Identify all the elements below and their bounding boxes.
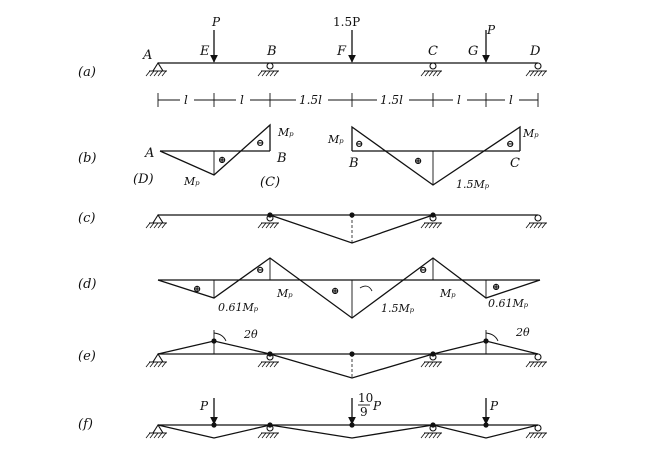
support-c-roller-d <box>525 214 548 229</box>
panel-a: (a) P 1.5P P A E B F C G D <box>78 15 548 107</box>
sign-minus-d1: ⊖ <box>256 265 264 276</box>
case-label-e: (e) <box>78 349 96 364</box>
arc-d-mid <box>359 285 373 292</box>
collapse-line-f <box>157 424 539 439</box>
arc-e-left <box>213 332 227 342</box>
arc-e-right <box>485 332 499 342</box>
case-label-b: (b) <box>78 151 96 166</box>
label-b-mp2: Mₚ <box>183 175 200 188</box>
panel-e: (e) 2θ 2θ <box>78 326 548 379</box>
label-d-left: 0.61Mₚ <box>218 301 259 314</box>
case-label-a: (a) <box>78 65 96 80</box>
label-e-left: 2θ <box>243 328 258 341</box>
support-c-pin <box>145 214 168 229</box>
sign-plus-d2: ⊕ <box>331 286 339 297</box>
point-label-e: E <box>199 44 210 59</box>
hinge-f-e <box>211 422 217 428</box>
span-label-bf: 1.5l <box>299 93 322 107</box>
load-label-f-mid-den: 9 <box>360 405 368 419</box>
sign-plus-b2: ⊕ <box>414 156 422 167</box>
support-e-roller-d <box>525 353 548 368</box>
label-b-mid: 1.5Mₚ <box>456 178 490 191</box>
span-label-cg: l <box>457 93 461 107</box>
label-d-mid: 1.5Mₚ <box>381 302 415 315</box>
point-label-a: A <box>142 48 152 63</box>
support-a-pin <box>145 62 168 77</box>
hinge-e-g <box>483 338 489 344</box>
case-label-d: (d) <box>78 277 96 292</box>
label-b-c: (C) <box>260 175 280 190</box>
sign-minus-d2: ⊖ <box>419 265 427 276</box>
dimension-line <box>157 92 539 107</box>
point-label-c: C <box>428 44 438 59</box>
collapse-line-c <box>269 214 434 244</box>
label-b-d: (D) <box>133 172 154 187</box>
panel-f: (f) P P 10 9 P <box>78 391 548 439</box>
panel-b: (b) ⊕ ⊖ A (D) B (C) Mₚ Mₚ ⊖ ⊕ ⊖ Mₚ Mₚ B … <box>78 123 539 191</box>
span-label-eb: l <box>240 93 244 107</box>
load-label-f-mid-p: P <box>372 399 382 413</box>
label-d-mp1: Mₚ <box>276 287 293 300</box>
span-label-gd: l <box>509 93 513 107</box>
hinge-c-f <box>349 212 355 218</box>
support-b-roller <box>257 62 280 77</box>
moment-diagram-b-mid <box>351 125 521 186</box>
collapse-line-e <box>157 340 539 379</box>
label-b-mp1: Mₚ <box>277 126 294 139</box>
load-label-p-left: P <box>211 15 221 29</box>
sign-plus-d1: ⊕ <box>193 284 201 295</box>
load-label-p-right: P <box>486 23 496 37</box>
point-label-f: F <box>336 44 347 59</box>
sign-minus-b2: ⊖ <box>355 139 363 150</box>
point-label-d: D <box>529 44 541 59</box>
load-label-f-mid-num: 10 <box>358 391 373 405</box>
support-c-roller <box>420 62 443 77</box>
panel-c: (c) <box>78 211 548 244</box>
point-label-g: G <box>468 44 478 59</box>
sign-minus-b1: ⊖ <box>256 138 264 149</box>
panel-d: (d) ⊕ ⊖ ⊕ ⊖ ⊕ 0.61Mₚ Mₚ 1.5Mₚ Mₚ 0.61Mₚ <box>78 257 541 319</box>
sign-plus-b1: ⊕ <box>218 155 226 166</box>
case-label-c: (c) <box>78 211 95 226</box>
hinge-f-g <box>483 422 489 428</box>
sign-minus-b3: ⊖ <box>506 139 514 150</box>
support-d-roller <box>525 62 548 77</box>
moment-diagram-b-left <box>159 123 271 176</box>
label-d-right: 0.61Mₚ <box>488 297 529 310</box>
label-d-mp2: Mₚ <box>439 287 456 300</box>
load-label-f-right: P <box>489 399 499 413</box>
hinge-e-f <box>349 351 355 357</box>
label-b-mp3: Mₚ <box>327 133 344 146</box>
label-b-mp4: Mₚ <box>522 127 539 140</box>
label-e-right: 2θ <box>515 326 530 339</box>
case-label-f: (f) <box>78 417 93 432</box>
moment-diagram-d <box>157 257 541 319</box>
sign-plus-d3: ⊕ <box>492 282 500 293</box>
span-label-fc: 1.5l <box>380 93 403 107</box>
support-e-pin <box>145 353 168 368</box>
point-label-b: B <box>266 44 277 59</box>
label-b-b2: B <box>348 156 359 171</box>
label-b-b: B <box>276 151 287 166</box>
span-label-ae: l <box>184 93 188 107</box>
hinge-e-e <box>211 338 217 344</box>
label-b-a: A <box>144 146 154 161</box>
label-b-c2: C <box>510 156 520 171</box>
load-label-f-left: P <box>199 399 209 413</box>
load-label-1-5p: 1.5P <box>333 15 360 29</box>
hinge-f-f <box>349 422 355 428</box>
